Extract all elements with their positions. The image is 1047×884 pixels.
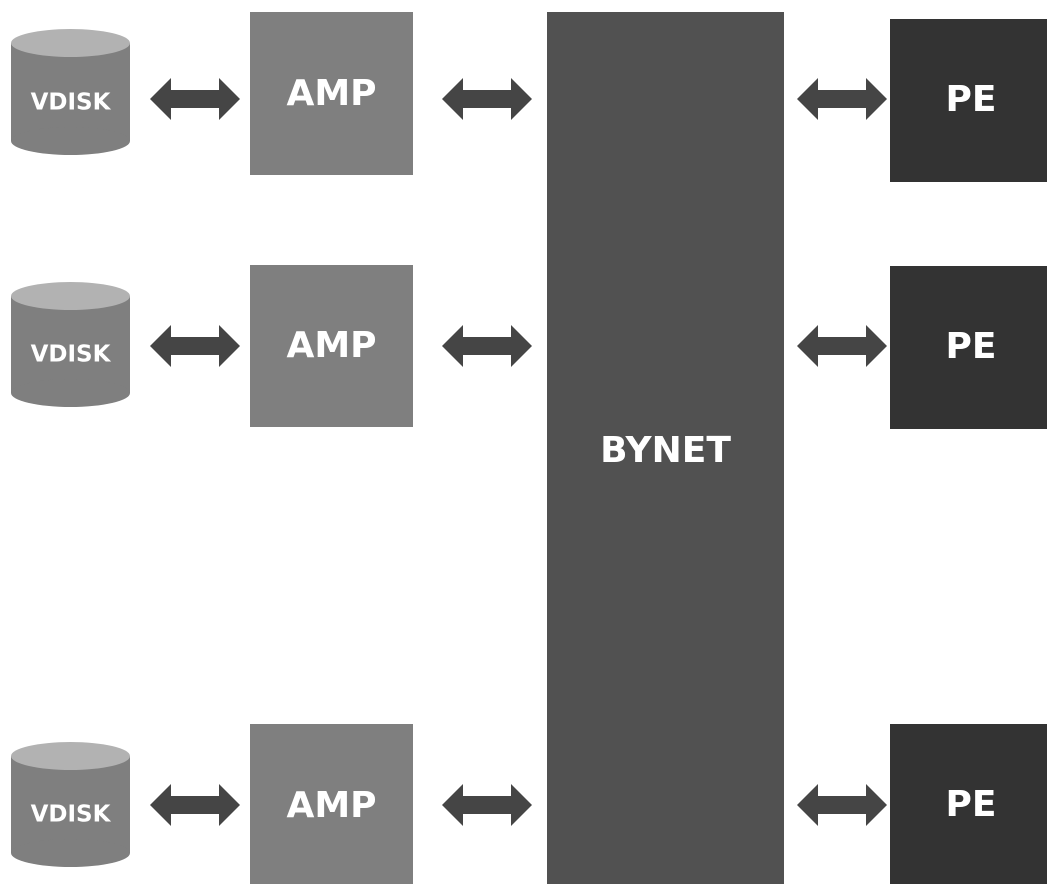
row-2: VDISK AMP PE <box>11 265 1047 429</box>
double-arrow-amp-bynet <box>442 78 532 120</box>
pe-label: PE <box>946 79 997 120</box>
vdisk-3: VDISK <box>11 742 130 867</box>
amp-box <box>250 12 413 175</box>
vdisk-top <box>11 742 130 770</box>
vdisk-top <box>11 29 130 57</box>
amp-label: AMP <box>286 785 376 826</box>
row-3: VDISK AMP PE <box>11 724 1047 884</box>
vdisk-bottom <box>11 127 130 155</box>
vdisk-1: VDISK <box>11 29 130 155</box>
pe-label: PE <box>946 784 997 825</box>
pe-box <box>890 724 1047 884</box>
amp-label: AMP <box>286 73 376 114</box>
vdisk-label: VDISK <box>31 90 112 116</box>
pe-box <box>890 266 1047 429</box>
amp-3: AMP <box>250 724 413 884</box>
bynet-label: BYNET <box>600 430 731 471</box>
amp-label: AMP <box>286 325 376 366</box>
vdisk-body <box>11 43 130 141</box>
amp-box <box>250 265 413 427</box>
pe-label: PE <box>946 326 997 367</box>
double-arrow-bynet-pe <box>797 325 887 367</box>
pe-box <box>890 19 1047 182</box>
pe-2: PE <box>890 266 1047 429</box>
amp-2: AMP <box>250 265 413 427</box>
bynet-node: BYNET <box>547 12 784 884</box>
double-arrow-vdisk-amp <box>150 784 240 826</box>
amp-box <box>250 724 413 884</box>
double-arrow-bynet-pe <box>797 784 887 826</box>
vdisk-label: VDISK <box>31 802 112 828</box>
vdisk-2: VDISK <box>11 282 130 407</box>
vdisk-body <box>11 756 130 853</box>
amp-1: AMP <box>250 12 413 175</box>
pe-3: PE <box>890 724 1047 884</box>
vdisk-top <box>11 282 130 310</box>
vdisk-label: VDISK <box>31 342 112 368</box>
double-arrow-vdisk-amp <box>150 78 240 120</box>
vdisk-body <box>11 296 130 393</box>
double-arrow-amp-bynet <box>442 325 532 367</box>
row-1: VDISK AMP PE <box>11 12 1047 182</box>
pe-1: PE <box>890 19 1047 182</box>
bynet-box <box>547 12 784 884</box>
double-arrow-bynet-pe <box>797 78 887 120</box>
vdisk-bottom <box>11 839 130 867</box>
vdisk-bottom <box>11 379 130 407</box>
double-arrow-amp-bynet <box>442 784 532 826</box>
double-arrow-vdisk-amp <box>150 325 240 367</box>
